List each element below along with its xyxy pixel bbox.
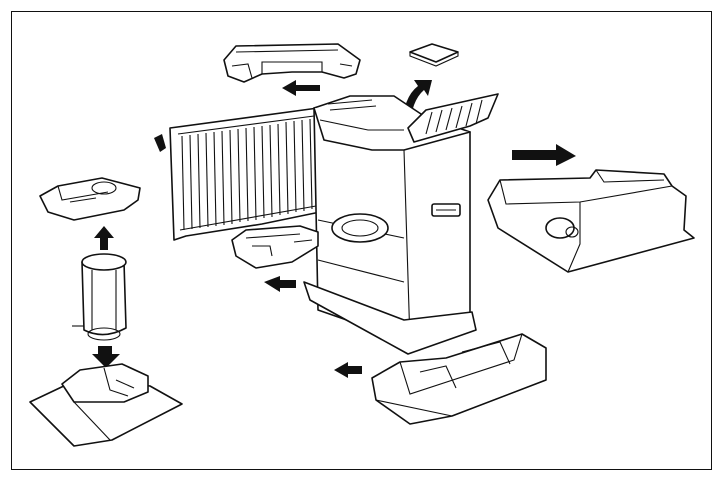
heater-body: [303, 95, 477, 355]
arrow-down-icon: [92, 346, 120, 368]
lid-plate: [409, 43, 459, 67]
base-tray: [371, 333, 547, 425]
arrow-up-icon: [282, 80, 320, 96]
arrow-right-icon: [512, 144, 576, 166]
diagram-frame: [11, 11, 712, 470]
top-flap: [407, 93, 499, 143]
tank-cap: [39, 177, 141, 221]
arrow-up-small-icon: [94, 226, 114, 250]
arrow-right-small-icon: [264, 276, 296, 292]
grille-panel: [169, 107, 321, 241]
arrow-left-icon: [334, 362, 362, 378]
base-plate: [29, 363, 183, 447]
fuel-tank: [72, 253, 127, 341]
small-arrow-icon: [154, 134, 166, 152]
tank-tray: [231, 225, 319, 269]
top-shield: [223, 43, 361, 83]
side-panel: [487, 169, 695, 273]
